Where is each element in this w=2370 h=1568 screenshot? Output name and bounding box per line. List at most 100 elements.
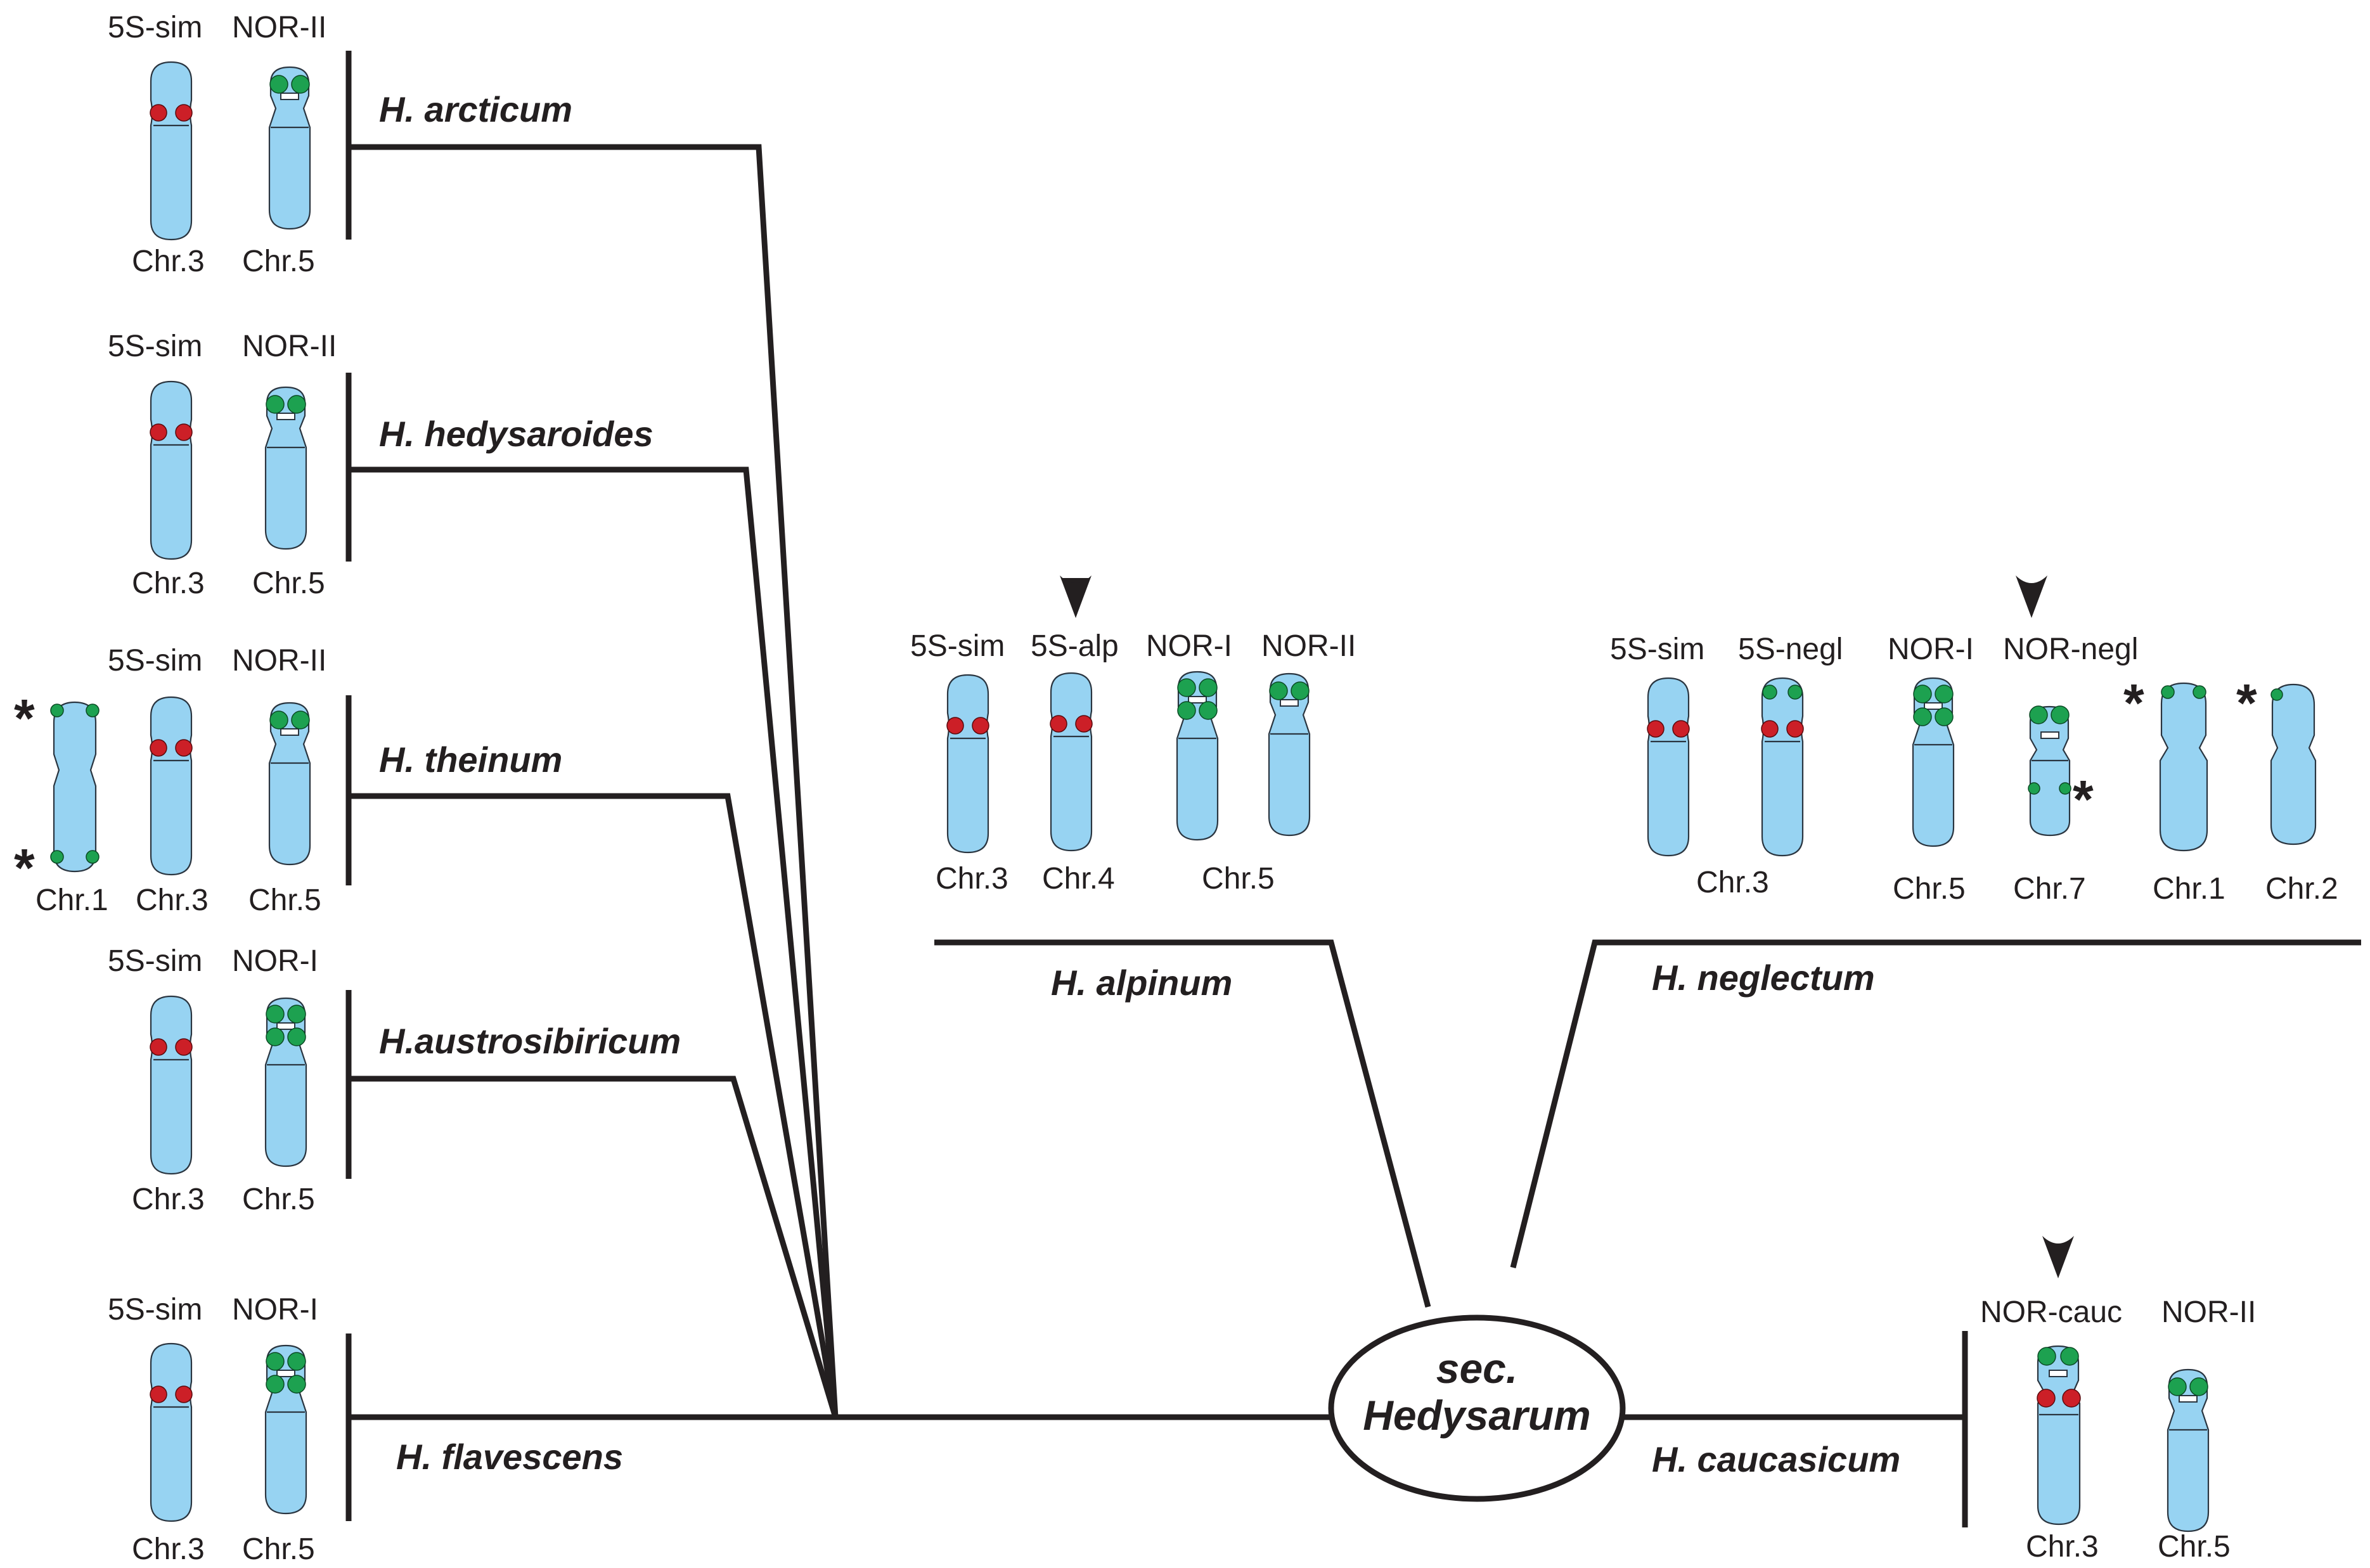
top-label: 5S-sim xyxy=(108,644,202,678)
top-label: NOR-II xyxy=(1261,629,1356,663)
chromosome-nor-ii xyxy=(268,66,311,230)
karyotype-hedysaroides: 5S-sim NOR-II Chr.3 Chr.5 xyxy=(108,330,337,600)
chromosome-5s-alp xyxy=(1049,672,1093,852)
bottom-label: Chr.7 xyxy=(2013,872,2086,906)
top-label: NOR-I xyxy=(232,944,318,978)
bottom-label: Chr.3 xyxy=(936,862,1008,896)
chromosome-nor-i xyxy=(1912,677,1955,847)
top-label: 5S-alp xyxy=(1031,629,1119,663)
bottom-label: Chr.5 xyxy=(242,1183,315,1216)
root-label-line1: sec. xyxy=(1436,1345,1517,1392)
top-label: 5S-sim xyxy=(910,629,1005,663)
chromosome-5s-sim xyxy=(1646,677,1691,857)
branch-hedysaroides xyxy=(349,466,839,1418)
branch-theinum xyxy=(349,793,839,1418)
chromosome-5s-sim xyxy=(149,995,193,1175)
chromosome-5s-sim xyxy=(946,674,990,854)
bottom-label: Chr.5 xyxy=(242,245,315,278)
top-label: 5S-sim xyxy=(108,944,202,978)
species-name-caucasicum: H. caucasicum xyxy=(1652,1439,1900,1479)
bottom-label: Chr.3 xyxy=(1696,866,1769,899)
arrowhead-icon xyxy=(2042,1236,2074,1278)
species-name-flavescens: H. flavescens xyxy=(396,1437,623,1477)
chromosome-nor-ii xyxy=(2167,1368,2210,1533)
top-label: 5S-sim xyxy=(1610,633,1704,666)
karyotype-theinum: 5S-sim NOR-II * * Chr.1 Chr.3 Chr.5 xyxy=(14,644,326,917)
chromosome-5s-sim xyxy=(149,696,193,876)
asterisk-marker: * xyxy=(2123,673,2144,733)
chromosome-nor-i xyxy=(264,997,307,1167)
bottom-label: Chr.1 xyxy=(2153,872,2225,906)
top-label: 5S-sim xyxy=(108,1293,202,1327)
top-label: NOR-II xyxy=(242,330,337,363)
top-label: NOR-II xyxy=(232,644,326,678)
asterisk-marker: * xyxy=(14,838,35,897)
arrowhead-icon xyxy=(2016,575,2047,618)
species-name-alpinum: H. alpinum xyxy=(1051,963,1232,1003)
bottom-label: Chr.3 xyxy=(136,884,209,917)
asterisk-marker: * xyxy=(14,688,35,748)
chromosome-nor-i xyxy=(264,1344,307,1515)
bottom-label: Chr.5 xyxy=(242,1533,315,1566)
chromosome-chr1-terminal xyxy=(50,701,100,873)
top-label: 5S-sim xyxy=(108,11,202,44)
top-label: NOR-I xyxy=(1888,633,1974,666)
karyotype-caucasicum: NOR-cauc NOR-II Chr.3 Chr.5 xyxy=(1980,1236,2256,1564)
bottom-label: Chr.3 xyxy=(132,1183,205,1216)
species-name-theinum: H. theinum xyxy=(379,740,562,780)
top-label: NOR-I xyxy=(1146,629,1232,663)
top-label: 5S-negl xyxy=(1738,633,1843,666)
bottom-label: Chr.3 xyxy=(132,245,205,278)
karyotype-flavescens: 5S-sim NOR-I Chr.3 Chr.5 xyxy=(108,1293,318,1566)
branch-arcticum xyxy=(349,144,839,1418)
chromosome-nor-ii xyxy=(1268,672,1311,837)
karyotype-arcticum: 5S-sim NOR-II Chr.3 Chr.5 xyxy=(108,11,326,278)
bottom-label: Chr.5 xyxy=(1893,872,1966,906)
root-label-line2: Hedysarum xyxy=(1363,1392,1591,1439)
chromosome-nor-ii xyxy=(264,386,307,550)
bottom-label: Chr.5 xyxy=(1202,862,1275,896)
chromosome-nor-i xyxy=(1176,671,1219,841)
top-label: NOR-cauc xyxy=(1980,1295,2122,1329)
species-name-neglectum: H. neglectum xyxy=(1652,958,1875,998)
chromosome-5s-sim xyxy=(149,61,193,241)
bottom-label: Chr.3 xyxy=(132,1533,205,1566)
tree-branches xyxy=(345,51,2361,1527)
chromosome-5s-sim xyxy=(149,1342,193,1522)
root-node: sec. Hedysarum xyxy=(1328,1314,1626,1502)
chromosome-5s-sim xyxy=(149,380,193,560)
top-label: NOR-I xyxy=(232,1293,318,1327)
bottom-label: Chr.1 xyxy=(35,884,108,917)
chromosome-nor-cauc xyxy=(2037,1345,2081,1526)
branch-neglectum xyxy=(1510,939,2361,1269)
chromosome-nor-ii xyxy=(268,702,311,866)
top-label: NOR-II xyxy=(2161,1295,2256,1329)
asterisk-marker: * xyxy=(2236,673,2257,733)
bottom-label: Chr.5 xyxy=(2158,1530,2231,1564)
asterisk-marker: * xyxy=(2073,769,2094,829)
bottom-label: Chr.5 xyxy=(248,884,321,917)
bottom-label: Chr.3 xyxy=(132,567,205,600)
chromosome-chr2-terminal xyxy=(2270,683,2317,845)
bottom-label: Chr.2 xyxy=(2265,872,2338,906)
karyotype-austrosibiricum: 5S-sim NOR-I Chr.3 Chr.5 xyxy=(108,944,318,1216)
branch-alpinum xyxy=(934,939,1431,1308)
species-name-hedysaroides: H. hedysaroides xyxy=(379,414,654,454)
root-ellipse xyxy=(1328,1314,1626,1502)
chromosome-5s-negl xyxy=(1760,677,1805,857)
top-label: NOR-negl xyxy=(2003,633,2138,666)
species-name-arcticum: H. arcticum xyxy=(379,89,572,129)
branch-austrosibiricum xyxy=(349,1076,839,1418)
top-label: 5S-sim xyxy=(108,330,202,363)
karyotype-neglectum: 5S-sim 5S-negl NOR-I NOR-negl * * xyxy=(1610,575,2338,906)
chromosome-chr1-terminal xyxy=(2159,682,2208,852)
bottom-label: Chr.5 xyxy=(252,567,325,600)
bottom-label: Chr.4 xyxy=(1042,862,1115,896)
top-label: NOR-II xyxy=(232,11,326,44)
chromosome-nor-negl xyxy=(2028,705,2071,837)
bottom-label: Chr.3 xyxy=(2026,1530,2099,1564)
species-name-austrosibiricum: H.austrosibiricum xyxy=(379,1021,681,1061)
arrowhead-icon xyxy=(1060,575,1092,618)
karyotype-alpinum: 5S-sim 5S-alp NOR-I NOR-II Chr.3 Chr.4 C… xyxy=(910,575,1356,896)
